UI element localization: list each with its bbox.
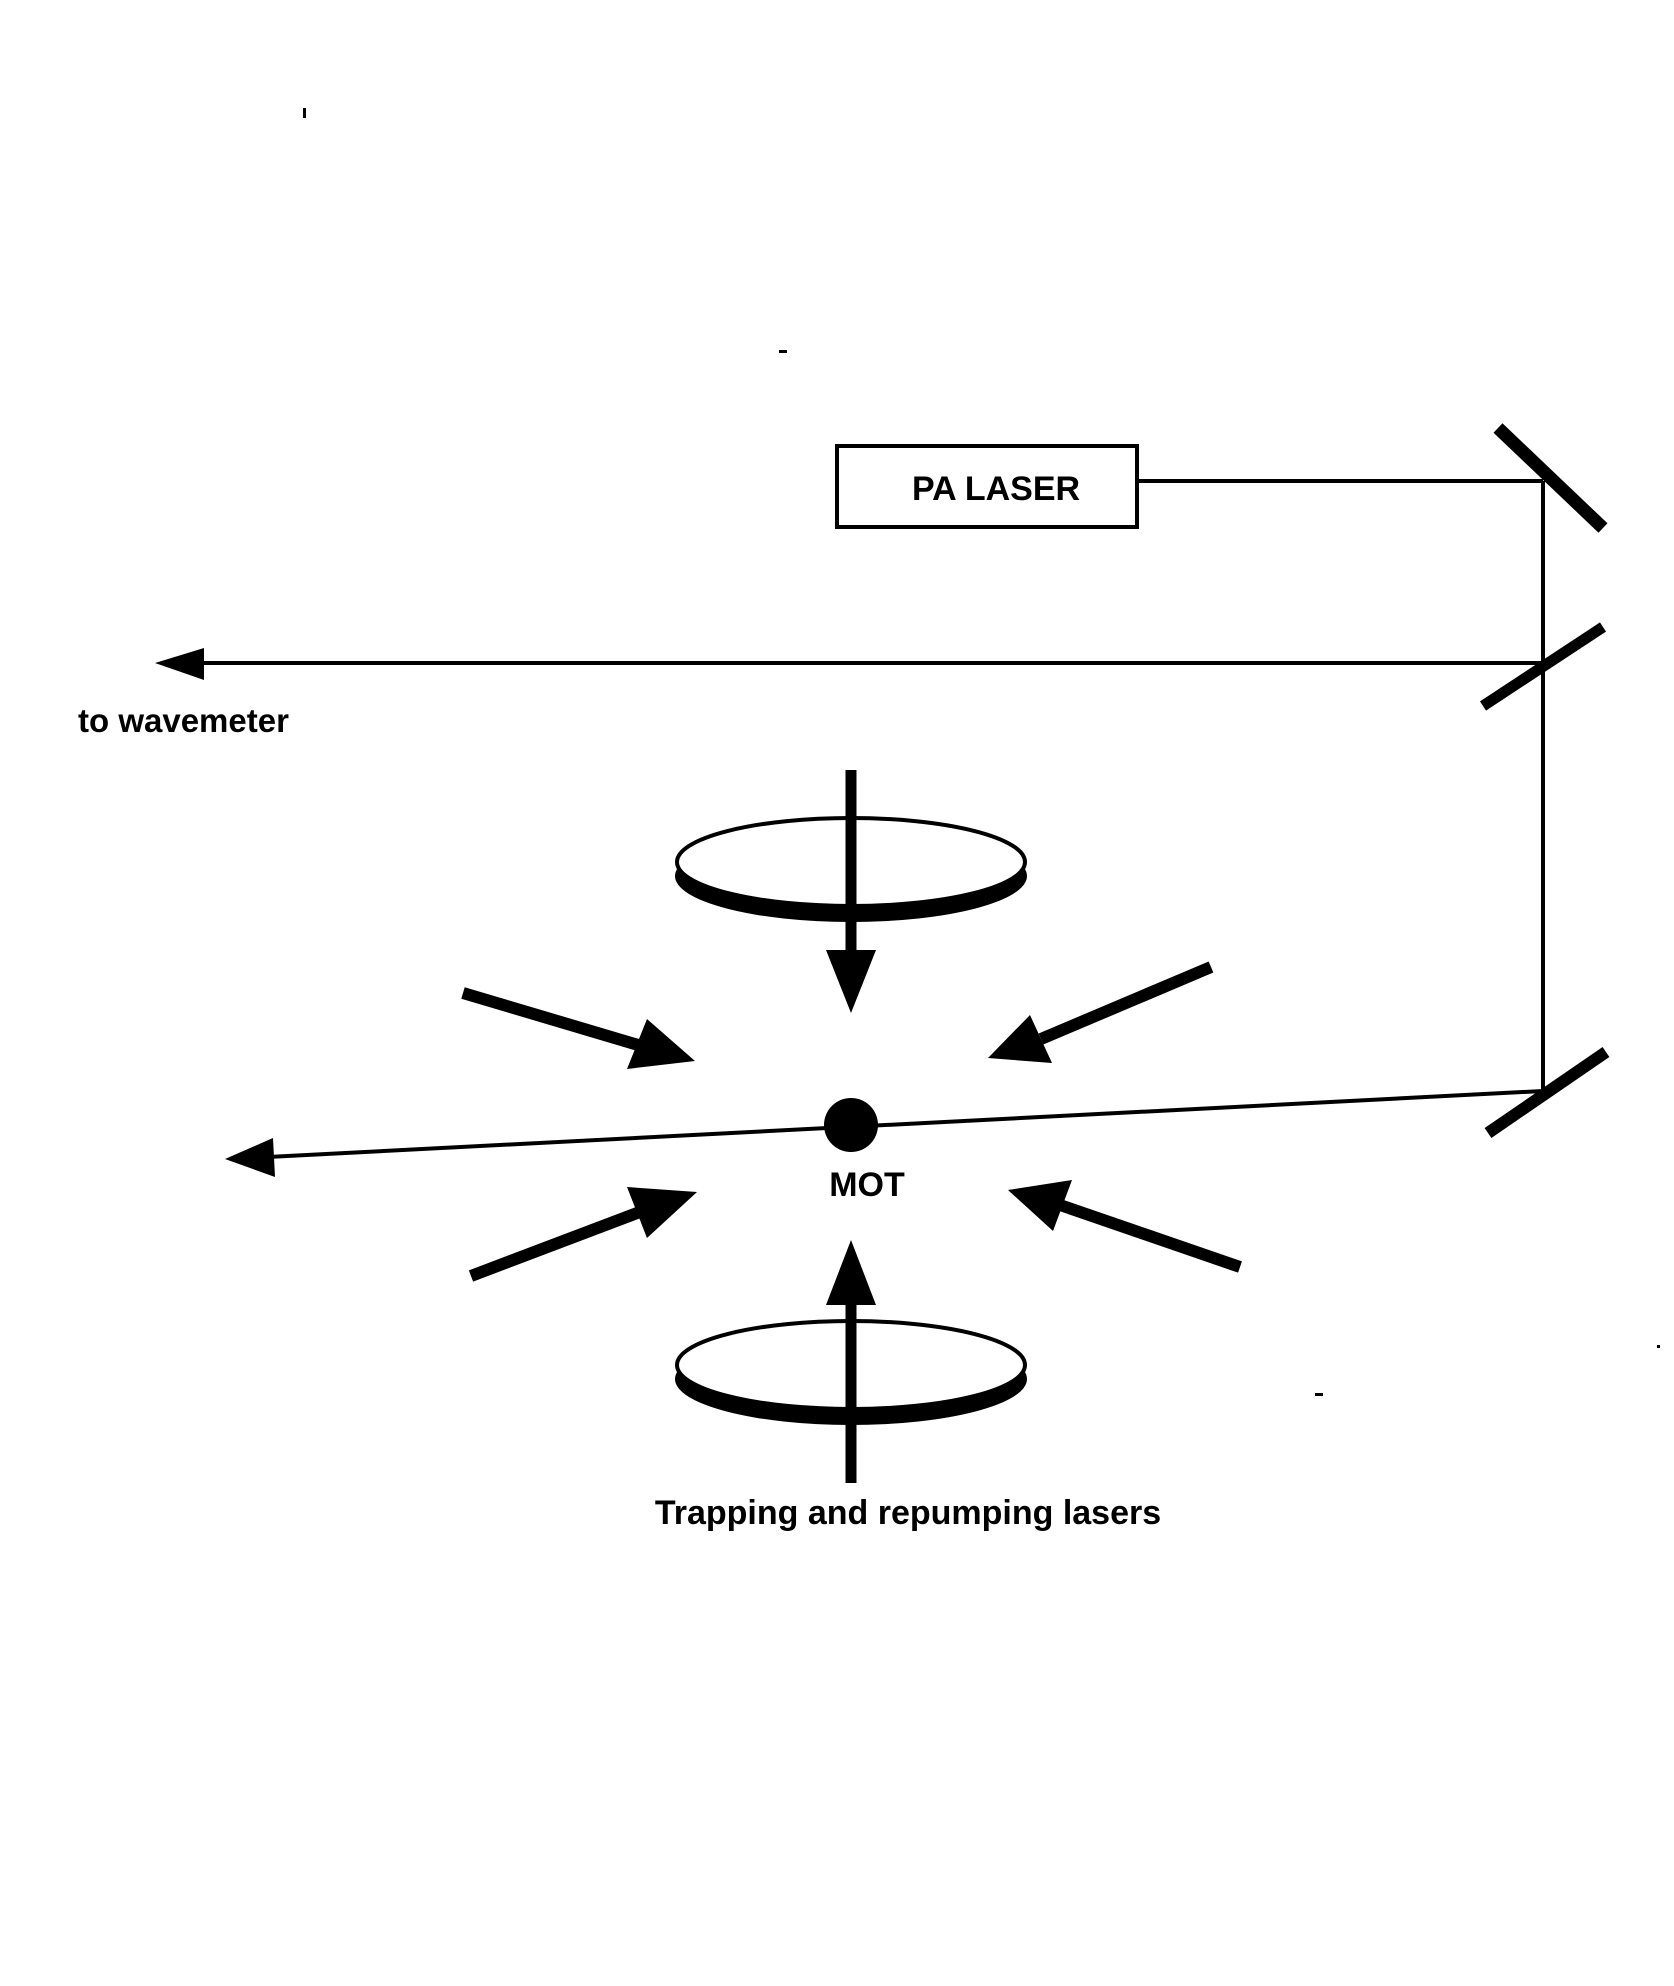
beam-lower-left: [468, 1204, 648, 1282]
arrow-up-icon: [826, 1240, 876, 1305]
arrow-up-left-icon: [1008, 1180, 1072, 1231]
arrow-down-right-icon: [627, 1019, 695, 1069]
speck: [1657, 1345, 1660, 1348]
beam-lower-right: [1058, 1199, 1242, 1273]
arrow-up-right-icon: [627, 1187, 697, 1238]
mot-label: MOT: [829, 1166, 905, 1204]
speck: [779, 350, 787, 353]
speck: [1315, 1393, 1323, 1396]
vertical-beams: [826, 770, 876, 1483]
pa-laser-label: PA LASER: [912, 470, 1080, 508]
diagonal-beams: [461, 961, 1242, 1282]
wavemeter-label: to wavemeter: [78, 702, 289, 739]
wavemeter-beam: to wavemeter: [78, 648, 1543, 739]
pa-beam-path: [1137, 479, 1545, 1091]
arrow-down-icon: [826, 950, 876, 1013]
arrow-left-icon: [225, 1138, 275, 1177]
mot: MOT: [824, 1098, 905, 1204]
pa-laser: PA LASER: [835, 444, 1139, 529]
mot-cloud: [824, 1098, 878, 1152]
beam-through-mot: [267, 1089, 1544, 1159]
pa-laser-box: [835, 444, 1139, 529]
beam-splitter: [1479, 622, 1607, 711]
beam-upper-left: [461, 987, 647, 1053]
scan-specks: [303, 108, 1660, 1396]
arrow-left-icon: [155, 648, 204, 680]
arrow-down-left-icon: [988, 1015, 1052, 1063]
trapping-label: Trapping and repumping lasers: [655, 1494, 1161, 1532]
mirror-top: [1493, 423, 1608, 533]
speck: [303, 108, 306, 118]
mirror-bottom: [1484, 1047, 1610, 1138]
mot-beam: [225, 1089, 1544, 1177]
beam-upper-right: [1038, 961, 1214, 1045]
mirrors: [1479, 423, 1610, 1138]
